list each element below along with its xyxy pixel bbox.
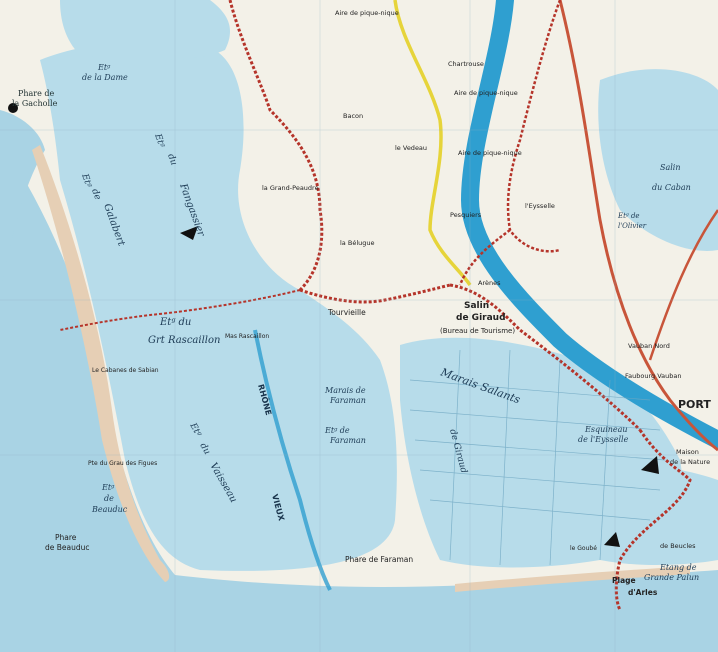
svg-text:Vauban Nord: Vauban Nord [628,342,670,350]
lagoon-east-south [600,465,718,565]
arrow-marker-3 [604,532,620,547]
beach [32,145,170,582]
svg-text:Grande Palun: Grande Palun [644,573,699,582]
svg-text:Phare de: Phare de [18,89,55,98]
svg-text:Aire de pique-nique: Aire de pique-nique [454,89,518,97]
svg-text:de Beauduc: de Beauduc [45,543,90,552]
svg-text:Faraman: Faraman [329,436,366,445]
svg-text:du Caban: du Caban [652,183,691,192]
lighthouse-icon [8,103,18,113]
svg-text:de: de [104,494,114,503]
svg-text:Chartrouse: Chartrouse [448,60,484,68]
svg-text:du: du [165,153,178,167]
svg-text:Faraman: Faraman [329,396,366,405]
svg-text:de Beucles: de Beucles [660,542,696,550]
svg-text:de Giraud: de Giraud [456,313,506,323]
sea [0,140,718,652]
beach-south [455,566,690,592]
svg-text:Etᵍ: Etᵍ [79,172,94,190]
svg-text:Etᵍ de: Etᵍ de [324,426,350,435]
svg-text:Phare: Phare [55,533,77,542]
svg-text:Tourvieille: Tourvieille [327,308,366,317]
salt-pans-grid [409,349,666,566]
trail-network [59,0,692,611]
svg-text:Pesquiers: Pesquiers [450,211,482,219]
road-red [558,0,718,452]
arrow-marker-2 [641,456,659,474]
svg-text:le Goubé: le Goubé [570,545,597,552]
svg-text:Plage: Plage [612,576,636,585]
svg-text:de la Nature: de la Nature [670,458,710,466]
svg-text:la Gacholle: la Gacholle [12,99,58,108]
svg-text:Etang de: Etang de [659,563,697,572]
svg-text:Faubourg Vauban: Faubourg Vauban [625,372,682,380]
svg-text:Phare de Faraman: Phare de Faraman [345,555,413,564]
svg-text:(Bureau de Tourisme): (Bureau de Tourisme) [440,327,515,335]
svg-text:Pte du Grau des Figues: Pte du Grau des Figues [88,460,157,467]
road-red-2 [648,209,718,361]
svg-text:de la Dame: de la Dame [82,73,128,82]
svg-text:l'Olivier: l'Olivier [618,222,647,230]
svg-text:la Bélugue: la Bélugue [340,239,374,247]
svg-text:Salin: Salin [464,301,489,311]
lagoon-west [40,42,397,571]
svg-text:Etᵍ: Etᵍ [101,483,115,492]
vieux-rhone [253,329,332,591]
svg-text:Bacon: Bacon [343,112,363,120]
svg-text:le Vedeau: le Vedeau [395,144,427,152]
svg-text:PORT: PORT [678,398,711,411]
salin-caban [598,69,718,251]
svg-text:Aire de pique-nique: Aire de pique-nique [458,149,522,157]
svg-text:Maison: Maison [676,448,699,456]
svg-text:Grt Rascaillon: Grt Rascaillon [148,335,220,346]
svg-text:Salin: Salin [660,163,681,172]
svg-text:Beauduc: Beauduc [91,505,128,514]
lagoon-north [60,0,230,60]
road-yellow [393,0,472,286]
svg-text:d'Arles: d'Arles [628,588,658,597]
rhone-river [460,0,718,449]
svg-text:Mas Rascaillon: Mas Rascaillon [225,333,269,340]
arrow-marker-1 [180,226,198,240]
svg-text:Arènes: Arènes [478,279,501,287]
svg-text:Esquineau: Esquineau [584,425,628,434]
svg-text:Marais de: Marais de [324,386,366,395]
svg-text:Etᵍ de: Etᵍ de [617,212,640,220]
svg-text:Aire de pique-nique: Aire de pique-nique [335,9,399,17]
svg-text:Le Cabanes de Sabian: Le Cabanes de Sabian [92,367,159,374]
svg-text:Etᵍ: Etᵍ [152,132,167,150]
svg-text:Etᵍ du: Etᵍ du [159,317,191,328]
svg-text:de: de [89,188,102,202]
svg-text:Etᵍ: Etᵍ [97,63,111,72]
svg-text:l'Eysselle: l'Eysselle [525,202,555,210]
svg-text:la Grand-Peaudre: la Grand-Peaudre [262,184,319,192]
svg-text:de l'Eysselle: de l'Eysselle [578,435,629,444]
